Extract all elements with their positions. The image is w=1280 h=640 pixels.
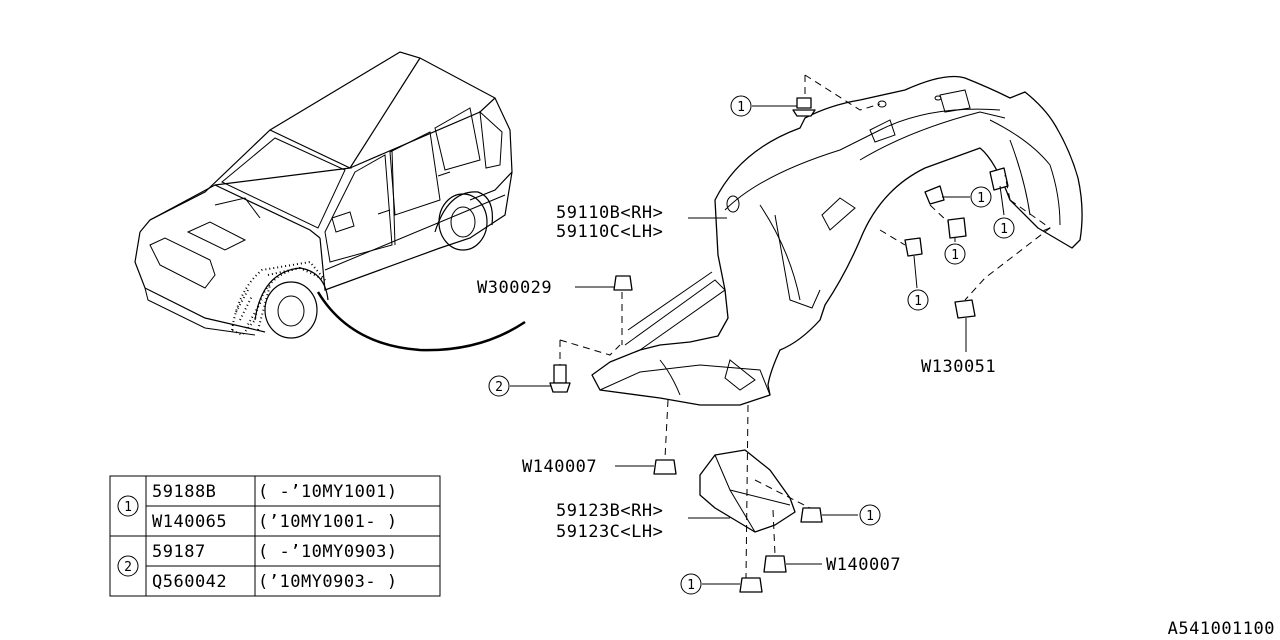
- clip-cover-right: [800, 507, 823, 523]
- callout-1-right-b: 1: [993, 217, 1015, 239]
- table-row-3-part: 59187: [152, 542, 206, 562]
- parts-table: 1 2 59188B ( -’10MY1001) W140065 (’10MY1…: [109, 475, 441, 597]
- svg-text:2: 2: [495, 380, 503, 395]
- label-cover-lh: 59123C<LH>: [556, 522, 663, 542]
- svg-text:1: 1: [737, 100, 745, 115]
- fasteners: [549, 97, 1009, 593]
- leader-lines: [510, 105, 1005, 585]
- label-w140007-b: W140007: [826, 555, 901, 575]
- table-row-3-range: ( -’10MY0903): [258, 542, 398, 562]
- label-cover-rh: 59123B<RH>: [556, 501, 663, 521]
- location-indicator-curve: [316, 291, 526, 352]
- callout-1-bottom: 1: [680, 573, 702, 595]
- callout-1-top: 1: [730, 95, 752, 117]
- callout-1-right-c: 1: [944, 243, 966, 265]
- assembly-lines: [559, 74, 1051, 579]
- label-liner-rh: 59110B<RH>: [556, 203, 663, 223]
- clip-top: [792, 97, 816, 117]
- callout-1-right-d: 1: [907, 289, 929, 311]
- svg-text:1: 1: [1000, 222, 1008, 237]
- label-liner-lh: 59110C<LH>: [556, 222, 663, 242]
- label-w300029: W300029: [477, 278, 552, 298]
- diagram-id: A541001100: [1168, 619, 1275, 639]
- clip-bottom-1: [739, 577, 763, 593]
- table-row-2-range: (’10MY1001- ): [258, 512, 398, 532]
- clip-right-2: [989, 167, 1009, 191]
- table-row-4-range: (’10MY0903- ): [258, 572, 398, 592]
- clip-right-3: [947, 217, 967, 239]
- svg-text:1: 1: [687, 578, 695, 593]
- table-ref-2: 2: [117, 555, 139, 577]
- clip-w140007-bottom: [763, 555, 787, 573]
- svg-text:1: 1: [951, 248, 959, 263]
- table-ref-1: 1: [117, 495, 139, 517]
- table-row-1-part: 59188B: [152, 482, 216, 502]
- clip-right-1: [924, 185, 945, 205]
- fender-liner: [591, 75, 1083, 406]
- vehicle-illustration: [134, 51, 513, 339]
- label-w140007-a: W140007: [522, 457, 597, 477]
- part-labels: 59110B<RH> 59110C<LH> W300029 W130051 W1…: [477, 203, 996, 575]
- clip-w130051: [954, 299, 976, 319]
- table-row-4-part: Q560042: [152, 572, 227, 592]
- label-w130051: W130051: [921, 357, 996, 377]
- callout-circles: 1 1 1 1 1 2 1 1: [488, 95, 1015, 595]
- clip-w140007-lower: [653, 459, 677, 475]
- svg-text:1: 1: [866, 509, 874, 524]
- svg-text:2: 2: [124, 560, 132, 575]
- table-row-1-range: ( -’10MY1001): [258, 482, 398, 502]
- table-row-2-part: W140065: [152, 512, 227, 532]
- callout-1-right-a: 1: [970, 186, 992, 208]
- clip-right-4: [904, 237, 923, 257]
- callout-2-bolt: 2: [488, 375, 510, 397]
- clip-w300029: [613, 275, 633, 291]
- callout-1-cover: 1: [859, 504, 881, 526]
- svg-text:1: 1: [914, 294, 922, 309]
- svg-text:1: 1: [124, 500, 132, 515]
- svg-text:1: 1: [977, 191, 985, 206]
- bolt-2: [549, 364, 571, 393]
- fender-liner-highlight: [230, 260, 326, 337]
